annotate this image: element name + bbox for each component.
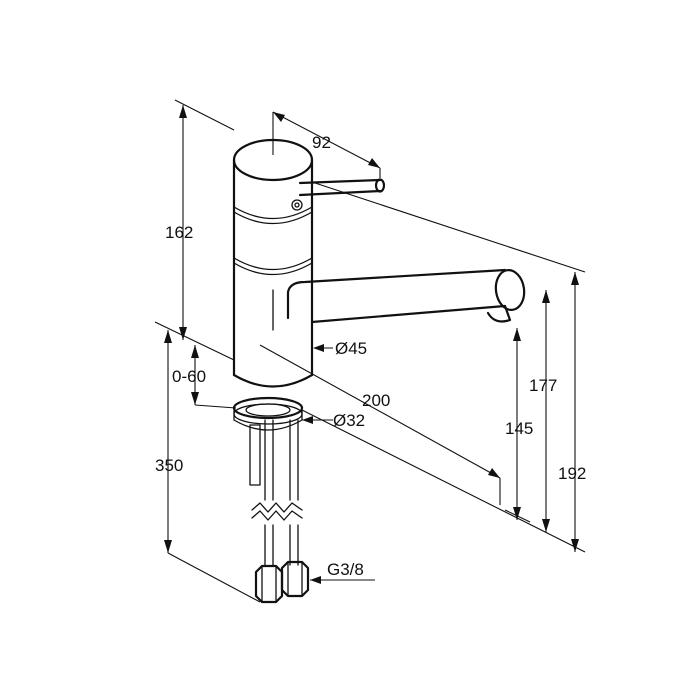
dim-label-192: 192 — [558, 464, 586, 483]
lever-handle — [291, 178, 386, 211]
dim-label-0-60: 0-60 — [172, 367, 206, 386]
faucet-body — [232, 138, 314, 388]
dim-label-g3-8: G3/8 — [327, 560, 364, 579]
dimension-labels: 92 162 Ø45 0-60 200 Ø32 350 145 177 192 … — [155, 133, 586, 579]
dim-label-92: 92 — [312, 133, 331, 152]
dim-label-diameter-45: Ø45 — [335, 339, 367, 358]
dimension-lines — [154, 99, 586, 603]
dim-label-diameter-32: Ø32 — [333, 411, 365, 430]
dim-label-162: 162 — [165, 223, 193, 242]
dim-label-200: 200 — [362, 391, 390, 410]
dim-label-145: 145 — [505, 419, 533, 438]
spout — [286, 268, 526, 324]
hoses — [249, 419, 310, 604]
dim-label-350: 350 — [155, 456, 183, 475]
dim-label-177: 177 — [529, 376, 557, 395]
mount-ring — [232, 396, 304, 431]
